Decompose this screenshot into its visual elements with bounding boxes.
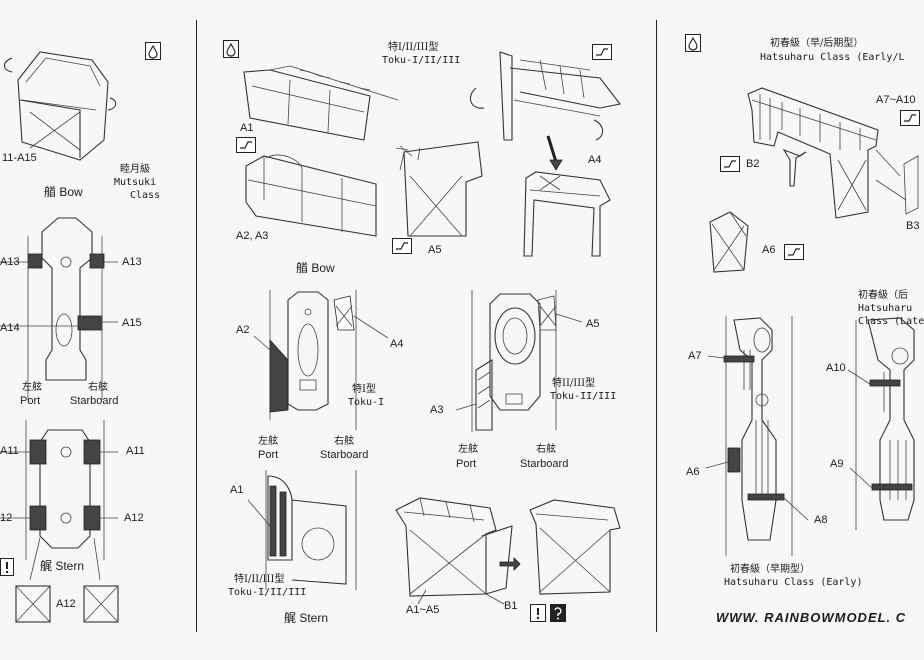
fold-icon [900,110,920,126]
label-a10: A10 [826,362,846,374]
label-a7-a10: A7~A10 [876,94,916,106]
mutsuki-class-en-1: Mutsuki [114,177,157,188]
website-url: WWW. RAINBOWMODEL. C [716,610,907,625]
fold-icon [392,238,412,254]
stern-heading: 艉 Stern [40,559,85,573]
drop-icon [145,42,161,60]
hatsuharu-a6-part [709,211,749,273]
toku1-bow-topview [253,290,389,430]
middle-starboard-2: Starboard [520,458,569,470]
label-a1-b: A1 [230,484,244,496]
hatsuharu-late-en-2: Class (Late [858,316,924,327]
mutsuki-bow-topview [0,217,118,400]
toku-stern-view [247,470,357,590]
middle-port-2: Port [456,458,477,470]
label-a11-a15: 11-A15 [2,152,37,164]
label-b2: B2 [746,158,760,170]
label-a13-right: A13 [122,256,142,268]
toku-stern-assembly [395,497,621,605]
label-a12-left: 12 [0,512,13,524]
label-a8: A8 [814,514,828,526]
label-a12-bottom: A12 [56,598,76,610]
hatsuharu-late-jp: 初春級（后 [858,290,908,301]
label-a1-a5: A1~A5 [406,604,440,616]
hatsuharu-late-strip [847,317,915,530]
toku23-bow-topview [455,290,583,432]
label-a3: A3 [430,404,444,416]
label-a5: A5 [428,244,442,256]
starboard-label: Starboard [70,395,119,407]
toku-a2-part [245,154,377,237]
middle-starboard-jp-2: 右舷 [536,444,556,455]
label-b3: B3 [906,220,920,232]
bow-heading: 艏 Bow [44,185,83,199]
label-a5-b: A5 [586,318,600,330]
starboard-jp: 右舷 [88,382,108,393]
label-a4-b: A4 [390,338,404,350]
column-divider-right [656,20,657,632]
hatsuharu-early-strip [705,316,809,556]
mutsuki-bow-part [4,51,117,161]
toku23-jp: 特II/III型 [552,378,596,389]
port-label: Port [20,395,41,407]
label-b1: B1 [504,600,518,612]
label-a15: A15 [122,317,142,329]
middle-starboard-jp: 右舷 [334,436,354,447]
middle-stern-heading: 艉 Stern [284,611,329,625]
mutsuki-stern-topview [0,420,119,623]
middle-port: Port [258,449,279,461]
hatsuharu-late-en-1: Hatsuharu [858,303,913,314]
label-a11-left: A11 [0,445,19,457]
toku-class-en-2: Toku-I/II/III [228,587,307,598]
fold-icon [784,244,804,260]
drop-icon [685,34,701,52]
label-a2-a3: A2, A3 [236,230,269,242]
toku1-en: Toku-I [348,397,385,408]
toku-a1-part [243,65,399,141]
label-a13-left: A13 [0,256,20,268]
middle-starboard: Starboard [320,449,369,461]
hatsuharu-early-en: Hatsuharu Class (Early) [724,577,863,588]
exclamation-icon [0,558,14,576]
label-a14: A14 [0,322,20,334]
toku-class-jp-2: 特I/II/III型 [234,574,285,585]
fold-icon [236,137,256,153]
fold-icon [592,44,612,60]
port-jp: 左舷 [22,382,42,393]
flip-icon [550,604,566,622]
middle-port-jp: 左舷 [258,436,278,447]
mutsuki-class-en-2: Class [130,190,161,201]
label-a12-right: A12 [124,512,144,524]
label-a7: A7 [688,350,702,362]
label-a2: A2 [236,324,250,336]
hatsuharu-jp: 初春級（早/后期型） [770,38,864,49]
mutsuki-class-jp: 睦月級 [120,164,150,175]
label-a9: A9 [830,458,844,470]
middle-port-jp-2: 左舷 [458,444,478,455]
toku-a4-mast [469,51,621,257]
drop-icon [223,40,239,58]
label-a11-right: A11 [126,445,145,457]
toku-class-jp: 特I/II/III型 [388,42,439,53]
label-a6: A6 [762,244,776,256]
toku23-en: Toku-II/III [550,391,617,402]
hatsuharu-early-jp: 初春級（早期型） [730,564,810,575]
toku-class-en: Toku-I/II/III [382,55,461,66]
toku1-jp: 特I型 [352,384,376,395]
label-a6-b: A6 [686,466,700,478]
toku-a5-frame [395,141,483,237]
column-divider-left [196,20,197,632]
exclamation-icon [530,604,546,622]
label-a4: A4 [588,154,602,166]
label-a1: A1 [240,122,254,134]
fold-icon [720,156,740,172]
middle-bow-heading: 艏 Bow [296,261,335,275]
hatsuharu-en: Hatsuharu Class (Early/L [760,52,905,63]
hatsuharu-bridge-part [747,87,919,219]
